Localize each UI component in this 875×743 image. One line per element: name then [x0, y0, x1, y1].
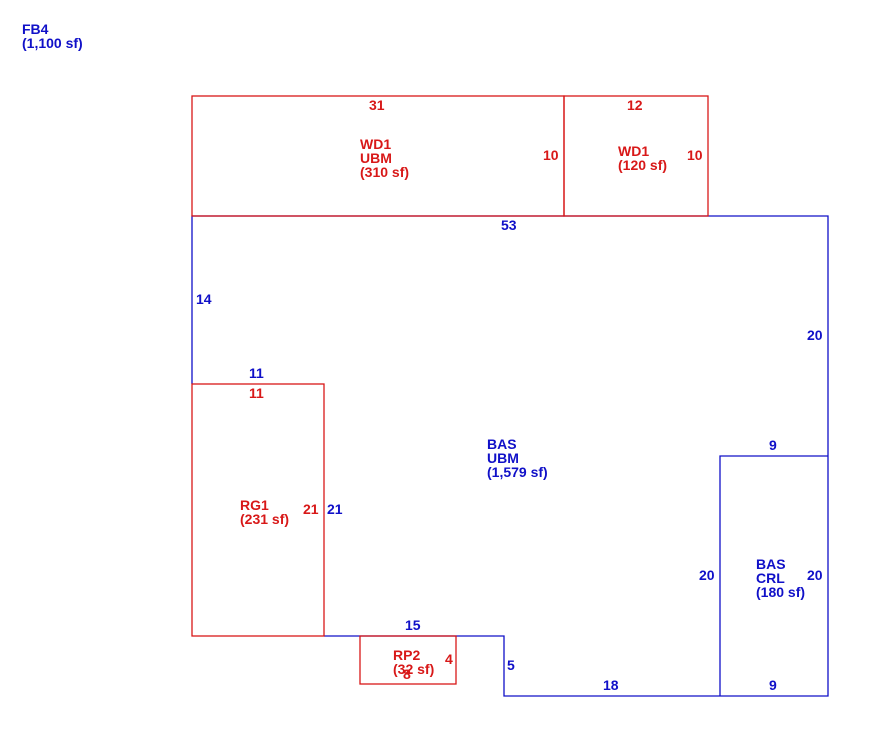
- bas-ubm-dim-step-bottom: 15: [405, 617, 421, 633]
- bas-crl-dim-bottom: 9: [769, 677, 777, 693]
- bas-crl-code: BAS: [756, 556, 786, 572]
- wd1-small-code: WD1: [618, 143, 649, 159]
- bas-ubm-dim-left: 14: [196, 291, 212, 307]
- bas-ubm-dim-step-small: 5: [507, 657, 515, 673]
- wd1-small-dim-right: 10: [687, 147, 703, 163]
- bas-crl-material: CRL: [756, 570, 785, 586]
- bas-crl-dim-left: 20: [699, 567, 715, 583]
- rg1-outline: [191, 383, 325, 637]
- wd1-ubm-code: WD1: [360, 136, 391, 152]
- bas-crl-area: (180 sf): [756, 584, 805, 600]
- bas-crl-dim-right: 20: [807, 567, 823, 583]
- wd1-small-outline: [563, 95, 709, 217]
- rg1-area: (231 sf): [240, 511, 289, 527]
- bas-ubm-material: UBM: [487, 450, 519, 466]
- wd1-small-dim-top: 12: [627, 97, 643, 113]
- bas-crl-outline: [719, 455, 828, 696]
- header-area: (1,100 sf): [22, 35, 83, 51]
- wd1-ubm-area: (310 sf): [360, 164, 409, 180]
- wd1-ubm-dim-right: 10: [543, 147, 559, 163]
- rp2-area: (32 sf): [393, 661, 434, 677]
- bas-ubm-dim-top: 53: [501, 217, 517, 233]
- bas-ubm-dim-bottom: 18: [603, 677, 619, 693]
- rg1-code: RG1: [240, 497, 269, 513]
- bas-crl-dim-top: 9: [769, 437, 777, 453]
- bas-ubm-dim-step-top: 11: [249, 365, 264, 381]
- rp2-dim-bottom: 8: [403, 666, 411, 682]
- rp2-dim-right: 4: [445, 651, 453, 667]
- wd1-ubm-dim-top: 31: [369, 97, 385, 113]
- rg1-dim-top: 11: [249, 385, 264, 401]
- rp2-code: RP2: [393, 647, 420, 663]
- rg1-dim-right: 21: [303, 501, 319, 517]
- header-code: FB4: [22, 21, 49, 37]
- rp2-outline: [359, 635, 457, 685]
- bas-ubm-area: (1,579 sf): [487, 464, 548, 480]
- wd1-ubm-material: UBM: [360, 150, 392, 166]
- bas-ubm-dim-right: 20: [807, 327, 823, 343]
- wd1-small-area: (120 sf): [618, 157, 667, 173]
- bas-ubm-code: BAS: [487, 436, 517, 452]
- bas-ubm-dim-rg-side: 21: [327, 501, 343, 517]
